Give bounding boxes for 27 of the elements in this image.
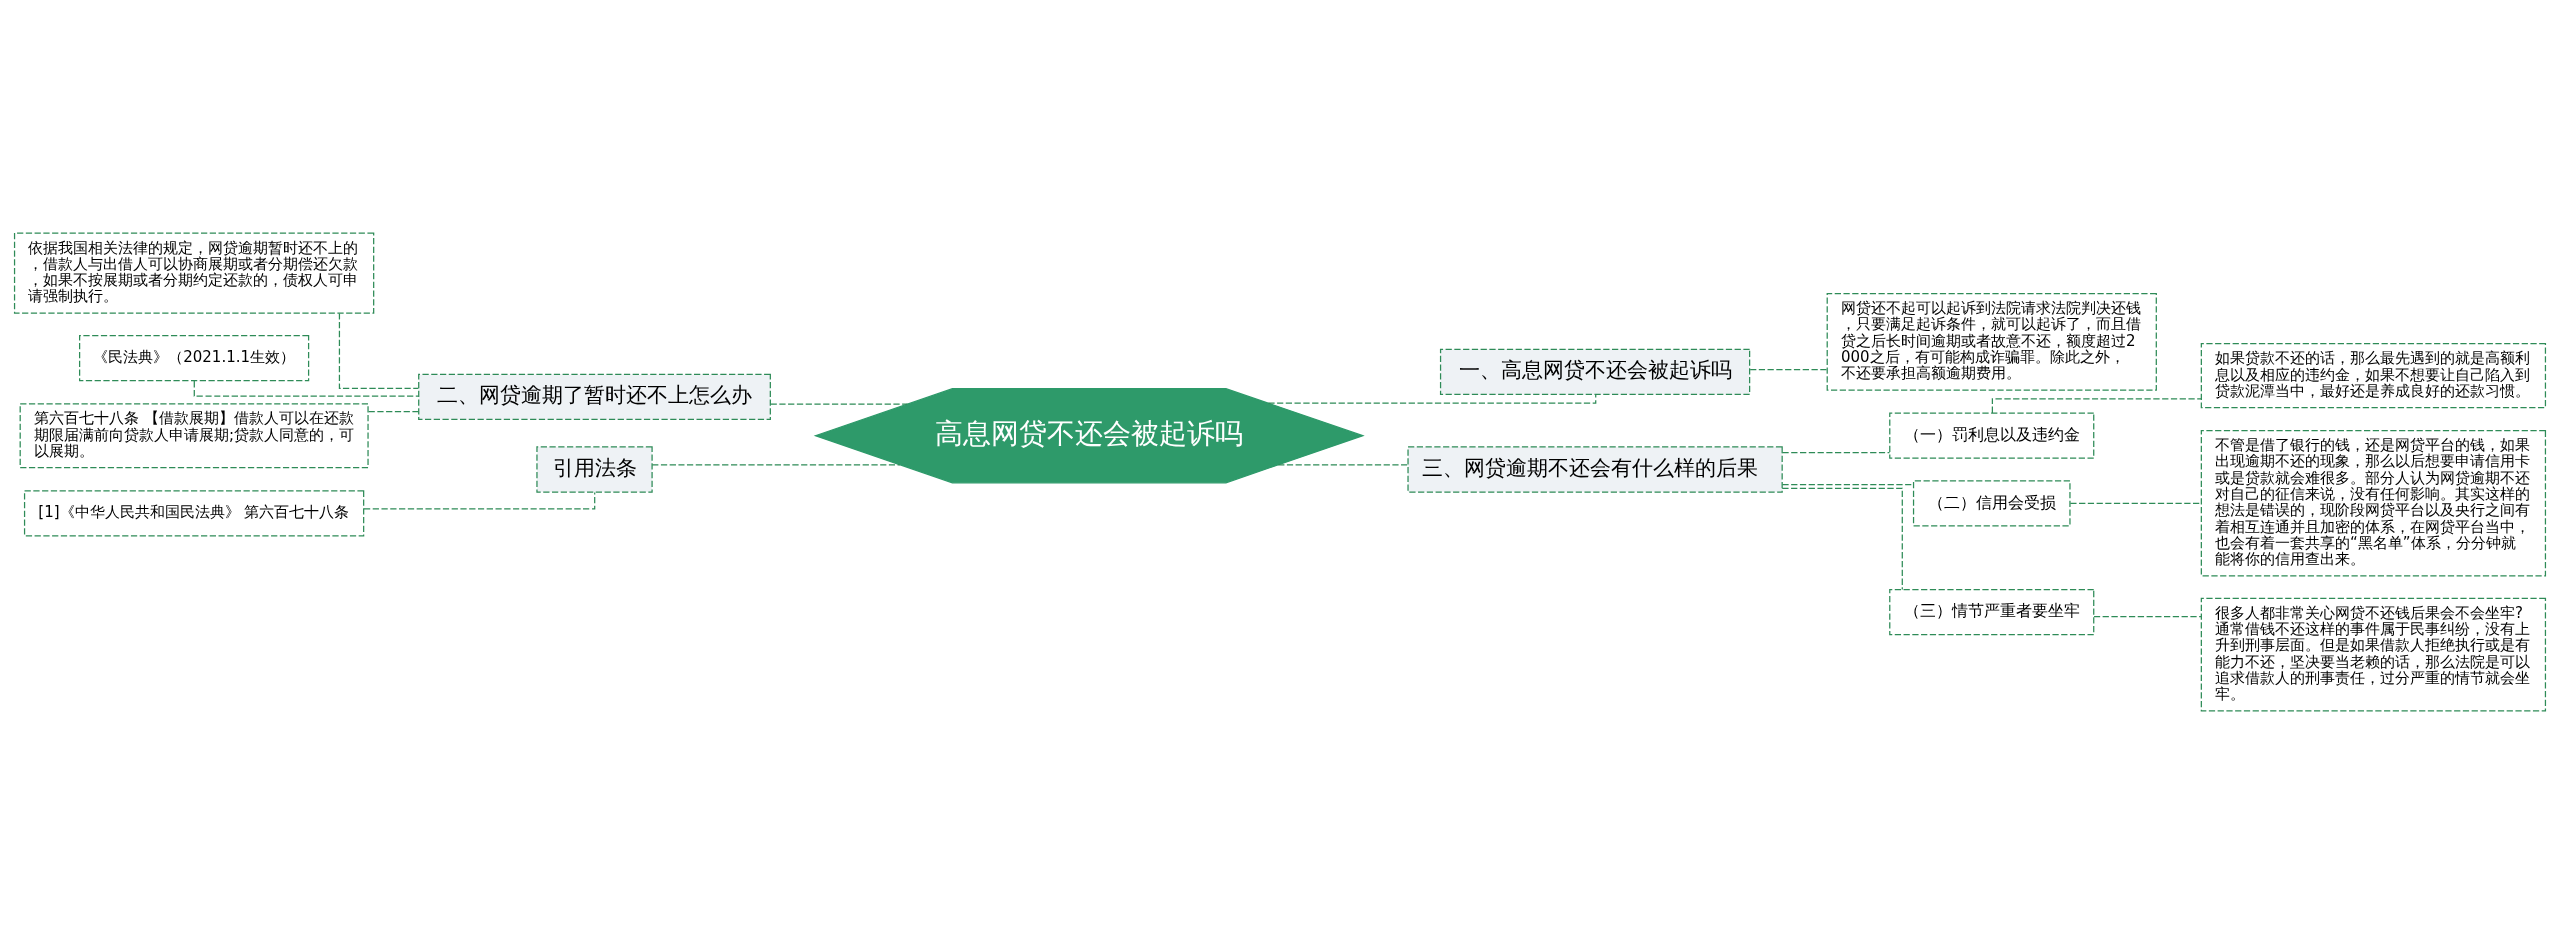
node-box: 网贷还不起可以起诉到法院请求法院判决还钱，只要满足起诉条件，就可以起诉了，而且借贷之后长时间逾期或者故意不还，额度超过2000之后，有可能构成诈骗罪。除此之外，不还要承担高额逾期费用。 bbox=[1826, 293, 2157, 391]
node-box: 如果贷款不还的话，那么最先遇到的就是高额利息以及相应的违约金，如果不想要让自己陷入到贷款泥潭当中，最好还是养成良好的还款习惯。 bbox=[2200, 343, 2547, 409]
connector bbox=[1781, 483, 1914, 486]
connector bbox=[1781, 452, 1891, 454]
node-box: 不管是借了银行的钱，还是网贷平台的钱，如果出现逾期不还的现象，那么以后想要申请信用卡或是贷款就会难很多。部分人认为网贷逾期不还对自己的征信来说，没有任何影响。其实这样的想法是错误的，现阶段网贷平台以及央行之间有着相互连通并且加密的体系，在网贷平台当中，也会有着一套共享的“黑名单”体系，分分钟就能将你的信用查出来。 bbox=[2200, 430, 2547, 577]
node-box: 依据我国相关法律的规定，网贷逾期暂时还不上的，借款人与出借人可以协商展期或者分期偿还欠款，如果不按展期或者分期约定还款的，债权人可申请强制执行。 bbox=[13, 232, 375, 314]
node-box: 一、高息网贷不还会被起诉吗 bbox=[1439, 348, 1751, 396]
connector bbox=[1749, 369, 1828, 371]
node-box: （二）信用会受损 bbox=[1912, 480, 2071, 527]
connector bbox=[770, 403, 909, 405]
node-box: （一）罚利息以及违约金 bbox=[1889, 412, 2095, 459]
connector bbox=[193, 380, 419, 397]
connector bbox=[651, 464, 901, 466]
connector bbox=[2069, 502, 2202, 504]
node-box: 《民法典》（2021.1.1生效） bbox=[79, 335, 310, 382]
node-box: 很多人都非常关心网贷不还钱后果会不会坐牢?通常借钱不还这样的事件属于民事纠纷，没有上升到刑事层面。但是如果借款人拒绝执行或是有能力不还，坚决要当老赖的话，那么法院是可以追求借款人的刑事责任，过分严重的情节就会坐牢。 bbox=[2200, 597, 2547, 712]
connector bbox=[1991, 398, 2202, 414]
connector bbox=[1277, 464, 1409, 466]
connector bbox=[1267, 394, 1597, 404]
node-box: 引用法条 bbox=[536, 446, 653, 493]
node-box: [1]《中华人民共和国民法典》 第六百七十八条 bbox=[23, 490, 365, 537]
node-box: 第六百七十八条 【借款展期】借款人可以在还款期限届满前向贷款人申请展期;贷款人同意的，可以展期。 bbox=[19, 403, 369, 469]
connector bbox=[1781, 487, 1903, 591]
node-box: 三、网贷逾期不还会有什么样的后果 bbox=[1407, 446, 1783, 493]
node-box: 二、网贷逾期了暂时还不上怎么办 bbox=[418, 373, 771, 421]
node-box: （三）情节严重者要坐牢 bbox=[1889, 589, 2095, 636]
connector bbox=[2093, 615, 2202, 618]
